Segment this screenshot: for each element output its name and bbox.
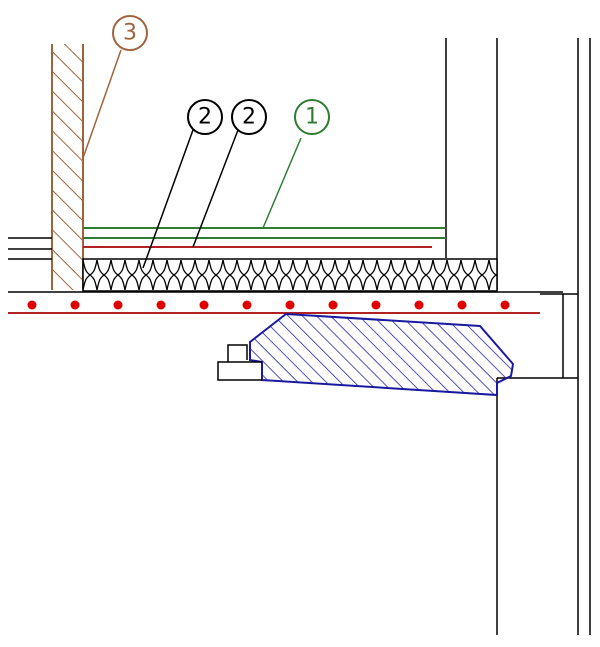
leaders [82,49,302,269]
rebar-dot [113,300,123,310]
insulation-loop [124,259,140,291]
rebar-dot [27,300,37,310]
rebar-dot [70,300,80,310]
insulation-loop [166,259,182,291]
callout-3-label: 3 [123,21,137,46]
sill-profile [217,344,262,381]
insulation-loop [334,259,350,291]
rebar-dot [242,300,252,310]
insulation-loop [264,259,280,291]
rebar-dots [27,300,510,310]
insulation-loop [446,259,462,291]
insulation-loop [488,259,497,291]
insulation-loop [250,259,266,291]
insulation-loop [96,259,112,291]
rebar-dot [414,300,424,310]
insulation-loop [110,259,126,291]
rebar-dot [285,300,295,310]
insulation-layer [82,258,498,292]
insulation-loop [320,259,336,291]
insulation-loop [474,259,490,291]
left-cladding-lines [8,237,52,260]
insulation-loop [222,259,238,291]
insulation-loop [418,259,434,291]
insulation-loop [390,259,406,291]
insulation-loop [460,259,476,291]
callout-2b: 2 [231,99,267,135]
callout-2b-label: 2 [242,105,256,130]
insulation-loop [404,259,420,291]
brick-wall [51,44,84,290]
insulation-loop [208,259,224,291]
rebar-dot [371,300,381,310]
callout-2a: 2 [187,99,223,135]
callout-2a-label: 2 [198,105,212,130]
insulation-loop [432,259,448,291]
rebar-dot [328,300,338,310]
insulation-loop [278,259,294,291]
insulation-loop [236,259,252,291]
rebar-dot [500,300,510,310]
insulation-loop [348,259,364,291]
rebar-dot [156,300,166,310]
insulation-loop [138,259,154,291]
callout-1-label: 1 [305,105,319,130]
insulation-loop [306,259,322,291]
insulation-loop [376,259,392,291]
insulation-loop [152,259,168,291]
insulation-loop [292,259,308,291]
window-sill [249,312,515,397]
callout-3: 3 [112,15,148,51]
rebar-dot [457,300,467,310]
rebar-dot [199,300,209,310]
insulation-loop [83,259,98,291]
callout-1: 1 [294,99,330,135]
insulation-loop [362,259,378,291]
insulation-loop [194,259,210,291]
insulation-loop [180,259,196,291]
right-structure-lines [445,38,591,635]
